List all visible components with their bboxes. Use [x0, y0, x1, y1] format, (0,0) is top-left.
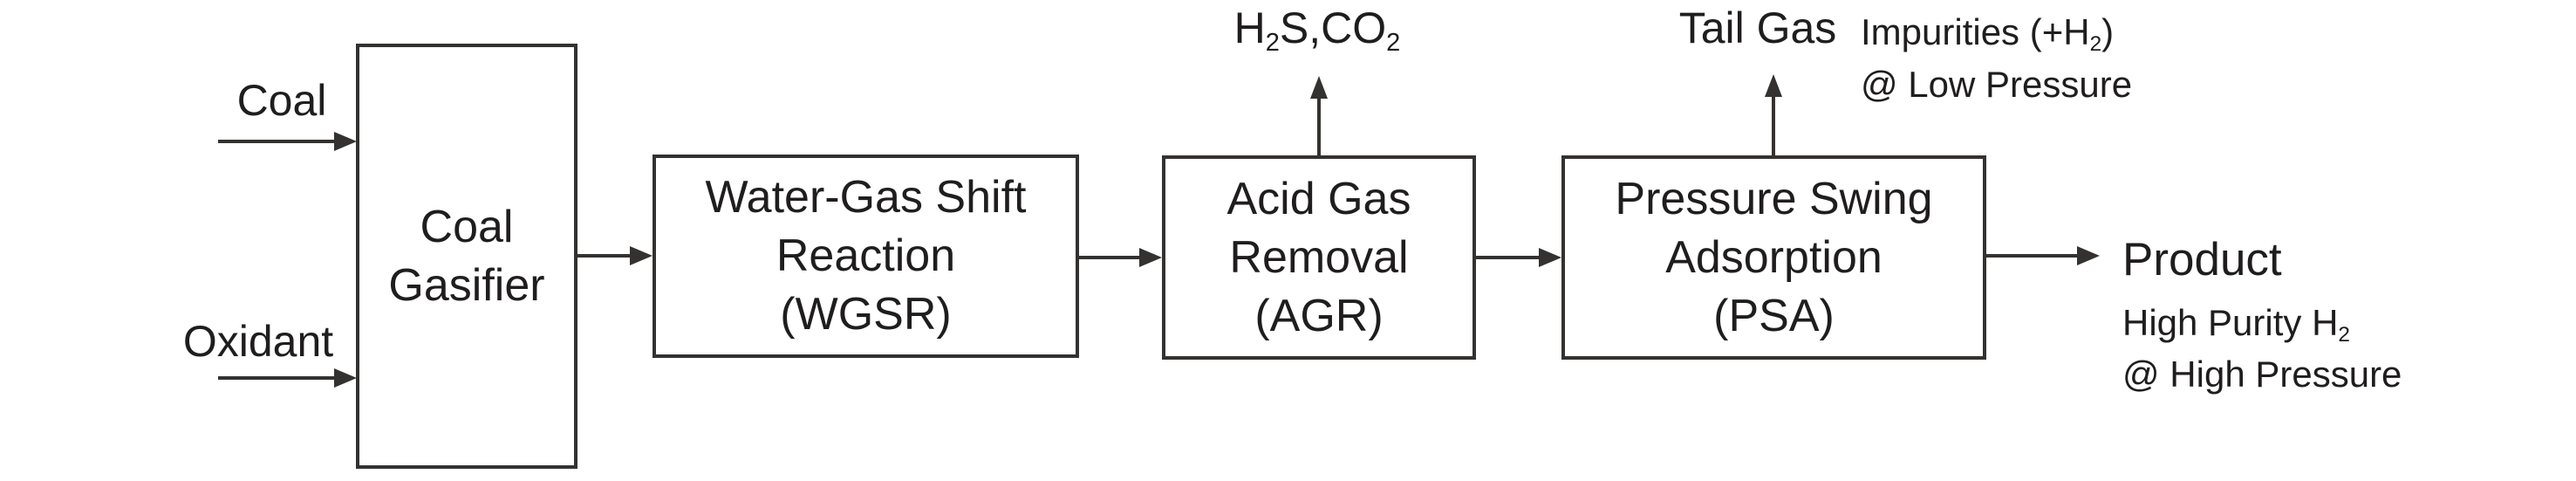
box-label-line: Water-Gas Shift — [705, 172, 1027, 223]
h2s-co2-label: H2S,CO2 — [1208, 3, 1426, 57]
h2s-co2-subscript: 2 — [1265, 28, 1280, 57]
agr-to-psa-arrow — [1476, 256, 1539, 259]
box-label-line: (PSA) — [1713, 290, 1835, 341]
h2s-co2-text: S,CO — [1279, 3, 1387, 52]
product-label: Product — [2122, 234, 2282, 285]
product-note-line2: @ High Pressure — [2122, 354, 2402, 395]
tail-gas-note-line2: @ Low Pressure — [1861, 64, 2133, 105]
gasifier-to-wgsr-arrow — [577, 254, 630, 258]
coal-input-arrow — [218, 140, 334, 143]
coal-gasifier-box: Coal Gasifier — [356, 44, 577, 469]
box-label-line: Reaction — [776, 230, 956, 281]
psa-tail-gas-arrow — [1772, 97, 1775, 155]
wgsr-box: Water-Gas Shift Reaction (WGSR) — [653, 155, 1079, 358]
box-label-line: Coal — [420, 201, 514, 252]
agr-offgas-arrow — [1317, 99, 1321, 155]
coal-input-label: Coal — [236, 76, 327, 125]
coal-gasifier-label: Coal Gasifier — [388, 198, 544, 315]
h2s-co2-subscript: 2 — [1386, 28, 1401, 57]
psa-label: Pressure Swing Adsorption (PSA) — [1615, 170, 1932, 346]
wgsr-label: Water-Gas Shift Reaction (WGSR) — [706, 168, 1027, 344]
oxidant-input-arrow — [218, 376, 334, 380]
tail-gas-note-subscript: 2 — [2089, 32, 2102, 57]
agr-box: Acid Gas Removal (AGR) — [1162, 155, 1476, 360]
tail-gas-note-text: ) — [2101, 11, 2115, 52]
tail-gas-note-text: Impurities (+H — [1861, 11, 2090, 52]
tail-gas-note-line1: Impurities (+H2) — [1861, 9, 2132, 61]
box-label-line: Adsorption — [1665, 231, 1882, 283]
product-note-subscript: 2 — [2338, 323, 2350, 347]
psa-to-product-arrow — [1986, 254, 2077, 258]
oxidant-input-label: Oxidant — [182, 317, 334, 366]
product-note: High Purity H2 @ High Pressure — [2122, 300, 2402, 397]
agr-label: Acid Gas Removal (AGR) — [1227, 170, 1411, 346]
tail-gas-note: Impurities (+H2) @ Low Pressure — [1861, 9, 2132, 107]
box-label-line: Removal — [1229, 231, 1409, 283]
box-label-line: Gasifier — [388, 259, 545, 311]
box-label-line: Acid Gas — [1227, 173, 1411, 224]
psa-box: Pressure Swing Adsorption (PSA) — [1561, 155, 1986, 360]
h2s-co2-text: H — [1233, 3, 1266, 52]
box-label-line: (WGSR) — [780, 289, 952, 340]
box-label-line: (AGR) — [1254, 290, 1384, 341]
product-note-text: High Purity H — [2122, 302, 2339, 343]
tail-gas-label: Tail Gas — [1678, 3, 1837, 52]
wgsr-to-agr-arrow — [1079, 256, 1139, 259]
box-label-line: Pressure Swing — [1615, 173, 1933, 224]
product-note-line1: High Purity H2 — [2122, 300, 2402, 352]
